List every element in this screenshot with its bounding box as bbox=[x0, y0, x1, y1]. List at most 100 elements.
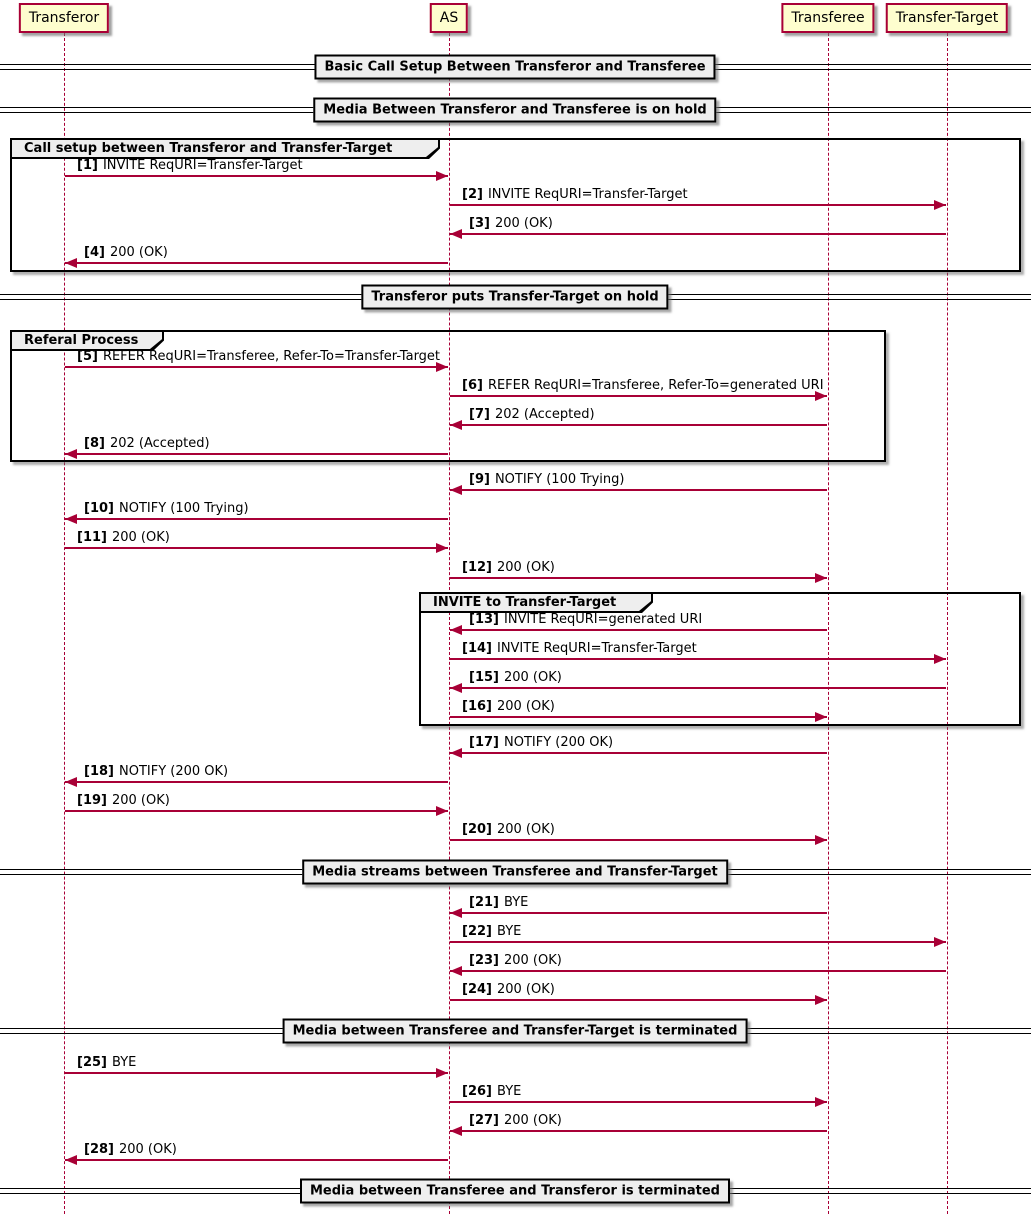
message-arrowhead-icon bbox=[436, 362, 448, 372]
frame-title-tab: Call setup between Transferor and Transf… bbox=[12, 140, 440, 159]
message-seq: [8] bbox=[84, 436, 105, 451]
message-text: NOTIFY (200 OK) bbox=[503, 735, 614, 750]
message-text: 202 (Accepted) bbox=[109, 436, 210, 451]
message-text: 200 (OK) bbox=[503, 953, 562, 968]
message-label: [12]200 (OK) bbox=[462, 560, 555, 575]
message-arrowhead-icon bbox=[436, 171, 448, 181]
message-line bbox=[450, 1130, 827, 1132]
message-label: [7]202 (Accepted) bbox=[469, 407, 595, 422]
message-text: NOTIFY (200 OK) bbox=[118, 764, 229, 779]
divider-label: Media between Transferee and Transfer-Ta… bbox=[282, 1018, 748, 1044]
message-arrowhead-icon bbox=[815, 712, 827, 722]
message-label: [10] NOTIFY (100 Trying) bbox=[84, 501, 249, 516]
message-line bbox=[65, 366, 448, 368]
message-arrowhead-icon bbox=[450, 1126, 462, 1136]
message-arrowhead-icon bbox=[934, 937, 946, 947]
message-label: [14]INVITE ReqURI=Transfer-Target bbox=[462, 641, 697, 656]
message-seq: [21] bbox=[469, 895, 499, 910]
message-arrowhead-icon bbox=[450, 748, 462, 758]
message-line bbox=[450, 424, 827, 426]
divider-label: Media streams between Transferee and Tra… bbox=[302, 859, 728, 885]
message-line bbox=[65, 518, 448, 520]
message-line bbox=[450, 489, 827, 491]
message-text: 200 (OK) bbox=[118, 1142, 177, 1157]
message-label: [13]INVITE ReqURI=generated URI bbox=[469, 612, 702, 627]
message-seq: [14] bbox=[462, 641, 492, 656]
divider-label: Media Between Transferor and Transferee … bbox=[313, 97, 717, 123]
message-label: [26]BYE bbox=[462, 1084, 521, 1099]
lifeline-transferee bbox=[828, 33, 829, 1214]
message-text: INVITE ReqURI=Transfer-Target bbox=[487, 187, 688, 202]
message-label: [22]BYE bbox=[462, 924, 521, 939]
message-arrowhead-icon bbox=[934, 200, 946, 210]
message-text: 200 (OK) bbox=[496, 822, 555, 837]
message-label: [1]INVITE ReqURI=Transfer-Target bbox=[77, 158, 303, 173]
message-text: REFER ReqURI=Transferee, Refer-To=Transf… bbox=[102, 349, 441, 364]
message-line bbox=[450, 941, 946, 943]
message-text: BYE bbox=[503, 895, 529, 910]
message-line bbox=[450, 716, 827, 718]
message-line bbox=[65, 547, 448, 549]
frame-call-setup-between-transferor-and-transfer-target: Call setup between Transferor and Transf… bbox=[10, 138, 1021, 272]
message-label: [16]200 (OK) bbox=[462, 699, 555, 714]
message-text: 200 (OK) bbox=[503, 670, 562, 685]
message-seq: [20] bbox=[462, 822, 492, 837]
message-arrowhead-icon bbox=[450, 625, 462, 635]
message-label: [11]200 (OK) bbox=[77, 530, 170, 545]
message-seq: [2] bbox=[462, 187, 483, 202]
participant-transferor: Transferor bbox=[18, 3, 110, 33]
message-text: REFER ReqURI=Transferee, Refer-To=genera… bbox=[487, 378, 824, 393]
message-label: [18]NOTIFY (200 OK) bbox=[84, 764, 228, 779]
message-seq: [9] bbox=[469, 472, 490, 487]
message-text: INVITE ReqURI=generated URI bbox=[503, 612, 703, 627]
frame-title: INVITE to Transfer-Target bbox=[421, 594, 651, 611]
message-seq: [15] bbox=[469, 670, 499, 685]
message-text: INVITE ReqURI=Transfer-Target bbox=[102, 158, 303, 173]
message-text: BYE bbox=[496, 924, 522, 939]
message-line bbox=[450, 395, 827, 397]
message-seq: [27] bbox=[469, 1113, 499, 1128]
message-arrowhead-icon bbox=[436, 1068, 448, 1078]
message-line bbox=[450, 970, 946, 972]
message-text: 200 (OK) bbox=[111, 530, 170, 545]
message-line bbox=[450, 629, 827, 631]
divider-label: Media between Transferee and Transferor … bbox=[300, 1178, 730, 1204]
message-arrowhead-icon bbox=[815, 391, 827, 401]
message-arrowhead-icon bbox=[65, 777, 77, 787]
message-label: [2] INVITE ReqURI=Transfer-Target bbox=[462, 187, 688, 202]
message-seq: [19] bbox=[77, 793, 107, 808]
message-seq: [23] bbox=[469, 953, 499, 968]
message-label: [6] REFER ReqURI=Transferee, Refer-To=gen… bbox=[462, 378, 824, 393]
message-line bbox=[65, 781, 448, 783]
message-arrowhead-icon bbox=[815, 835, 827, 845]
message-line bbox=[450, 233, 946, 235]
message-label: [15] 200 (OK) bbox=[469, 670, 562, 685]
message-seq: [6] bbox=[462, 378, 483, 393]
message-label: [24]200 (OK) bbox=[462, 982, 555, 997]
message-arrowhead-icon bbox=[65, 514, 77, 524]
message-label: [23] 200 (OK) bbox=[469, 953, 562, 968]
message-seq: [28] bbox=[84, 1142, 114, 1157]
message-label: [9]NOTIFY (100 Trying) bbox=[469, 472, 624, 487]
message-arrowhead-icon bbox=[934, 654, 946, 664]
message-arrowhead-icon bbox=[65, 1155, 77, 1165]
message-label: [17]NOTIFY (200 OK) bbox=[469, 735, 613, 750]
message-seq: [10] bbox=[84, 501, 114, 516]
message-seq: [25] bbox=[77, 1055, 107, 1070]
message-arrowhead-icon bbox=[436, 806, 448, 816]
message-line bbox=[65, 1072, 448, 1074]
lifeline-transferor bbox=[64, 33, 65, 1214]
message-line bbox=[65, 262, 448, 264]
message-text: NOTIFY (100 Trying) bbox=[118, 501, 249, 516]
message-text: BYE bbox=[496, 1084, 522, 1099]
message-label: [20] 200 (OK) bbox=[462, 822, 555, 837]
message-arrowhead-icon bbox=[450, 485, 462, 495]
frame-invite-to-transfer-target: INVITE to Transfer-Target bbox=[419, 592, 1021, 726]
message-arrowhead-icon bbox=[815, 573, 827, 583]
message-label: [4]200 (OK) bbox=[84, 245, 168, 260]
message-text: 200 (OK) bbox=[111, 793, 170, 808]
message-arrowhead-icon bbox=[450, 683, 462, 693]
message-arrowhead-icon bbox=[450, 229, 462, 239]
message-label: [27]200 (OK) bbox=[469, 1113, 562, 1128]
message-line bbox=[65, 810, 448, 812]
